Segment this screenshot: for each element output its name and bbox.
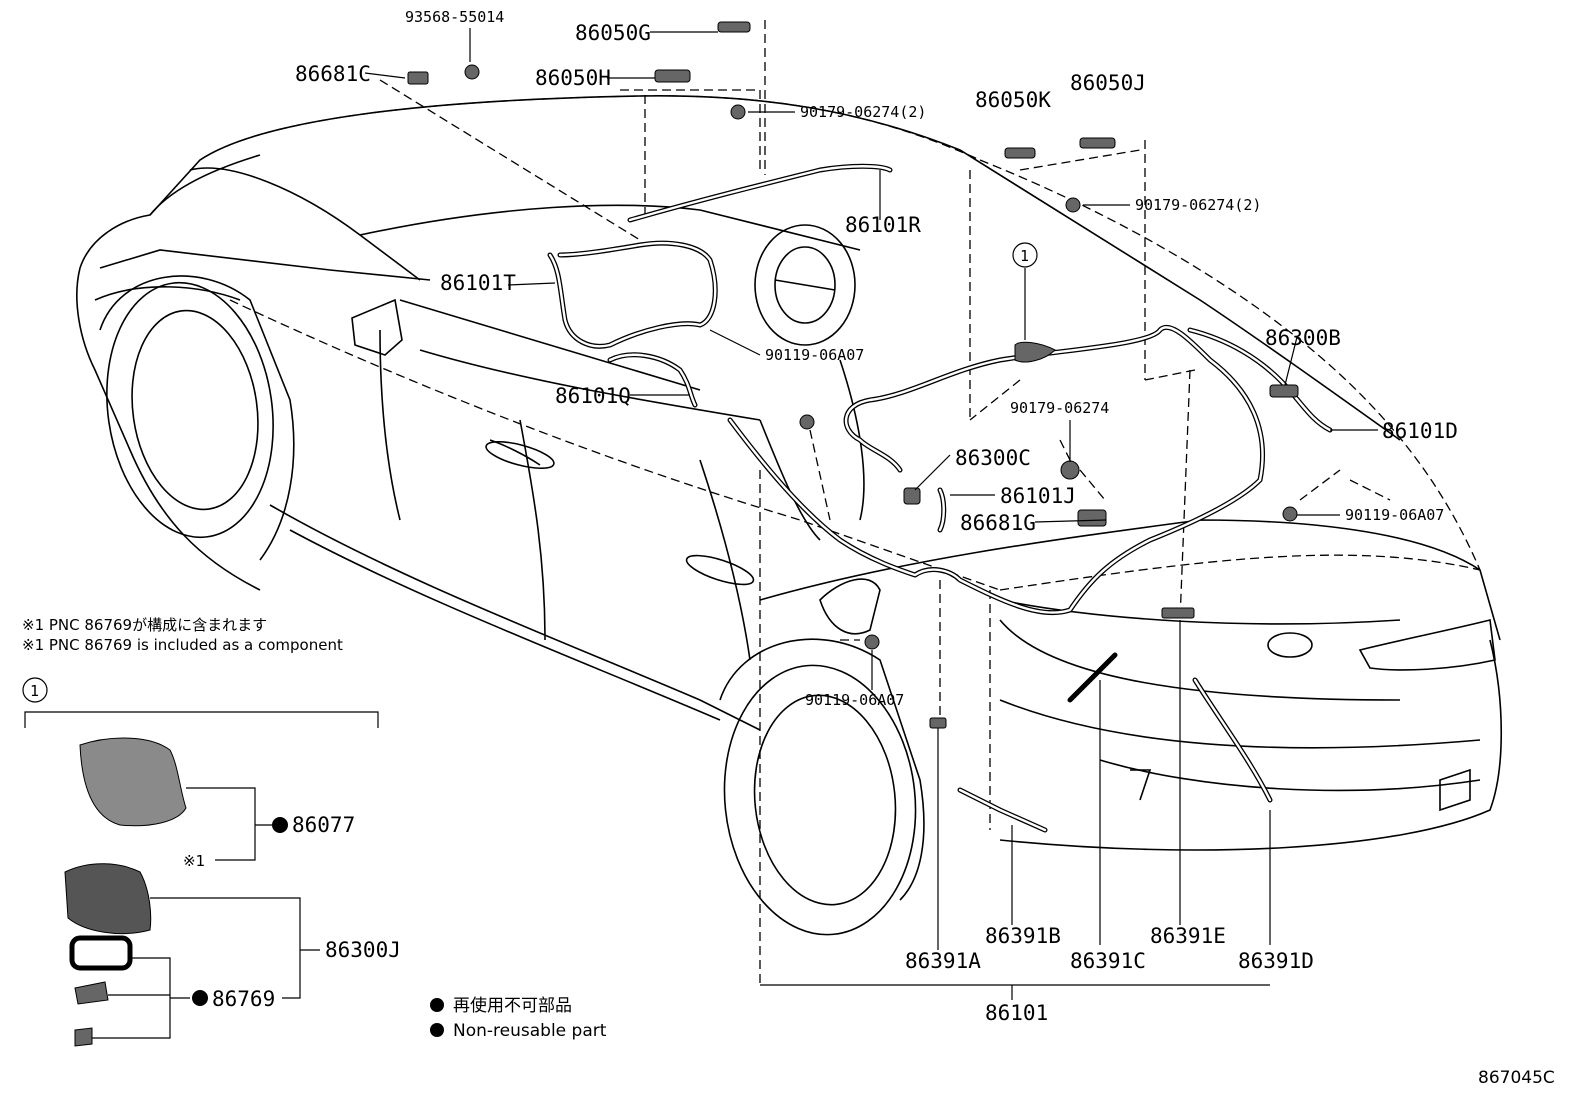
legend-dot-jp bbox=[430, 998, 444, 1012]
label-86101D: 86101D bbox=[1382, 419, 1458, 443]
legend: 再使用不可部品 Non-reusable part bbox=[430, 995, 607, 1041]
label-90119-06A07-a: 90119-06A07 bbox=[765, 346, 864, 364]
bolt-90119-b bbox=[1282, 506, 1298, 522]
connector-86769 bbox=[74, 981, 109, 1005]
label-86101J: 86101J bbox=[1000, 484, 1076, 508]
bracket-86050H bbox=[654, 69, 691, 83]
label-86769: 86769 bbox=[212, 987, 275, 1011]
clip-90179-a bbox=[730, 104, 746, 120]
callout-circle-1 bbox=[1012, 242, 1038, 268]
label-90179-06274-c: 90179-06274 bbox=[1010, 399, 1109, 417]
bracket-86050J bbox=[1079, 137, 1116, 149]
connector-86681G bbox=[1077, 509, 1107, 527]
legend-dot-en bbox=[430, 1023, 444, 1037]
clip-90179-c bbox=[1060, 460, 1080, 480]
wire-harnesses bbox=[547, 163, 1333, 833]
label-86050G: 86050G bbox=[575, 21, 651, 45]
non-reusable-dot-86077 bbox=[272, 817, 288, 833]
label-86101Q: 86101Q bbox=[555, 384, 631, 408]
car-body-outline bbox=[76, 95, 1503, 936]
label-86391D: 86391D bbox=[1238, 949, 1314, 973]
bolt-90119-a bbox=[799, 414, 815, 430]
notes: ※1 PNC 86769が構成に含まれます ※1 PNC 86769 is in… bbox=[22, 616, 343, 654]
roof-antenna bbox=[1014, 341, 1056, 363]
label-86391B: 86391B bbox=[985, 924, 1061, 948]
connector-86300C bbox=[903, 487, 921, 505]
part-labels: 93568-55014 86050G 86681C 86050H 90179-0… bbox=[295, 8, 1458, 1025]
label-86300J: 86300J bbox=[325, 938, 401, 962]
note-mark-1: ※1 bbox=[183, 852, 205, 870]
bolt-90119-c bbox=[864, 634, 880, 650]
antenna-assy-86300J bbox=[64, 863, 152, 935]
bracket-86050K bbox=[1004, 147, 1036, 159]
gasket-86769 bbox=[69, 935, 133, 971]
label-86101T: 86101T bbox=[440, 271, 516, 295]
small-parts bbox=[407, 21, 1299, 729]
label-86391C: 86391C bbox=[1070, 949, 1146, 973]
clip-86391A bbox=[929, 717, 947, 729]
label-86077: 86077 bbox=[292, 813, 355, 837]
antenna-cover-86077 bbox=[79, 737, 187, 827]
label-86101: 86101 bbox=[985, 1001, 1048, 1025]
connector-86300B bbox=[1269, 384, 1299, 398]
label-86050K: 86050K bbox=[975, 88, 1051, 112]
reference-dashed-lines bbox=[199, 20, 1481, 985]
bolt-93568 bbox=[464, 64, 480, 80]
callout-number-1: 1 bbox=[1020, 247, 1029, 265]
non-reusable-dot-86769 bbox=[192, 990, 208, 1006]
clip-90179-b bbox=[1065, 197, 1081, 213]
screw-86769 bbox=[74, 1027, 93, 1047]
clip-86391E bbox=[1161, 607, 1195, 619]
label-86681C: 86681C bbox=[295, 62, 371, 86]
label-90119-06A07-c: 90119-06A07 bbox=[805, 691, 904, 709]
label-86101R: 86101R bbox=[845, 213, 921, 237]
label-86391A: 86391A bbox=[905, 949, 981, 973]
label-86681G: 86681G bbox=[960, 511, 1036, 535]
note-english: ※1 PNC 86769 is included as a component bbox=[22, 636, 343, 654]
label-86050H: 86050H bbox=[535, 66, 611, 90]
label-90179-06274-2-a: 90179-06274(2) bbox=[800, 103, 926, 121]
label-86391E: 86391E bbox=[1150, 924, 1226, 948]
legend-text-en: Non-reusable part bbox=[453, 1021, 607, 1041]
note-japanese: ※1 PNC 86769が構成に含まれます bbox=[22, 616, 267, 634]
leader-lines bbox=[364, 28, 1378, 1000]
label-90119-06A07-b: 90119-06A07 bbox=[1345, 506, 1444, 524]
inset-detail-1: 1 86077 ※1 86300J 86769 bbox=[22, 677, 401, 1047]
legend-text-jp: 再使用不可部品 bbox=[453, 995, 572, 1016]
inset-callout-number: 1 bbox=[30, 682, 39, 700]
label-86050J: 86050J bbox=[1070, 71, 1146, 95]
label-86300B: 86300B bbox=[1265, 326, 1341, 350]
clip-86681C bbox=[407, 71, 429, 85]
label-86300C: 86300C bbox=[955, 446, 1031, 470]
figure-id: 867045C bbox=[1478, 1068, 1555, 1088]
inset-callout-circle bbox=[22, 677, 48, 703]
label-93568-55014: 93568-55014 bbox=[405, 8, 504, 26]
label-90179-06274-2-b: 90179-06274(2) bbox=[1135, 196, 1261, 214]
bracket-86050G bbox=[717, 21, 751, 33]
